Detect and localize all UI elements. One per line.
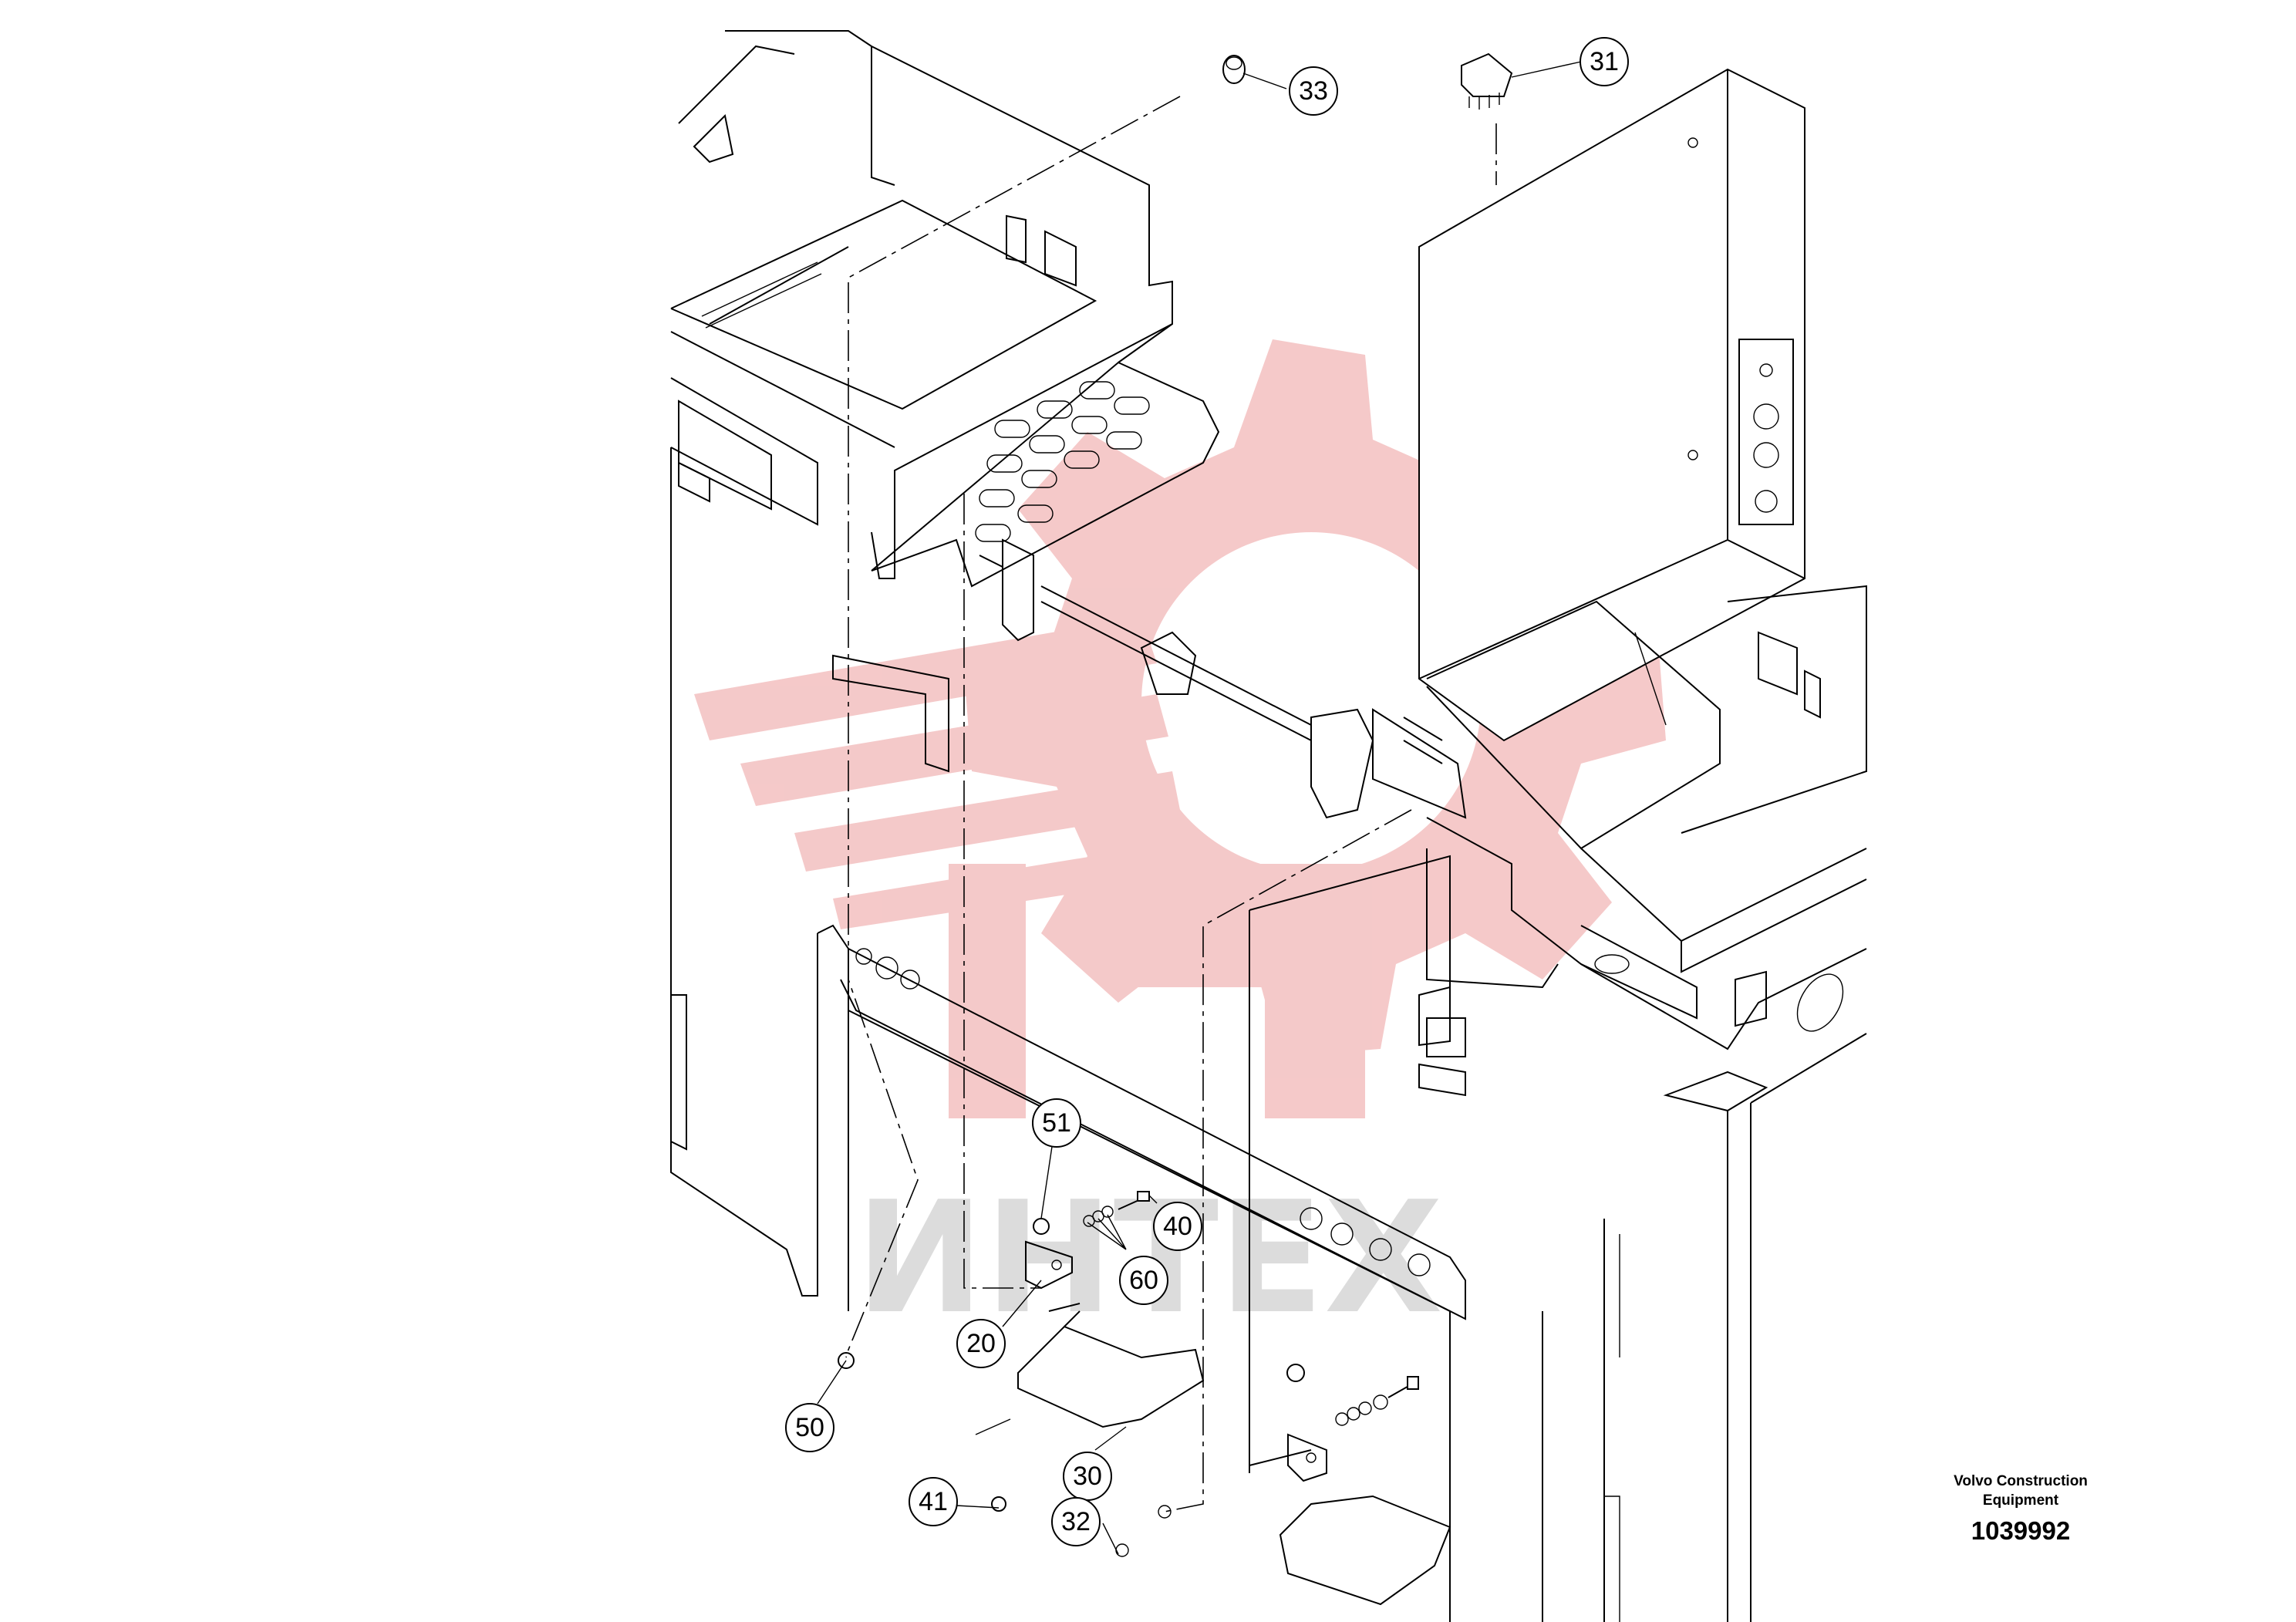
clip-bracket-left (838, 1191, 1205, 1557)
leader-lines (817, 61, 1582, 1555)
grille-plate (871, 323, 1220, 642)
svg-text:30: 30 (1073, 1462, 1102, 1491)
svg-text:40: 40 (1163, 1212, 1192, 1241)
callout-20: 20 (956, 1319, 1006, 1368)
upper-left-frame (670, 30, 1173, 1297)
callout-60: 60 (1119, 1256, 1168, 1305)
callout-51: 51 (1032, 1098, 1081, 1148)
drawing-number: 1039992 (1971, 1516, 2071, 1545)
svg-text:51: 51 (1042, 1108, 1071, 1138)
svg-text:41: 41 (919, 1487, 948, 1516)
svg-text:50: 50 (795, 1413, 824, 1442)
svg-text:32: 32 (1061, 1507, 1091, 1536)
callout-40: 40 (1153, 1202, 1202, 1251)
centre-rod (832, 585, 1467, 819)
assembly-lines (845, 96, 1497, 1512)
svg-text:33: 33 (1299, 76, 1328, 106)
lower-right-frame (1418, 817, 1867, 1622)
control-unit-housing (1418, 68, 1867, 973)
callout-30: 30 (1063, 1452, 1112, 1501)
brand-caption: Volvo Construction Equipment (1932, 1472, 2109, 1510)
lower-panels (817, 855, 1620, 1622)
callout-32: 32 (1051, 1497, 1101, 1546)
brand-line-1: Volvo Construction (1954, 1473, 2088, 1489)
brand-line-2: Equipment (1982, 1492, 2059, 1509)
callout-50: 50 (785, 1403, 834, 1452)
clip-bracket-right (1279, 1364, 1451, 1606)
callout-33: 33 (1289, 66, 1338, 116)
callout-31: 31 (1580, 37, 1629, 86)
svg-text:31: 31 (1590, 47, 1619, 76)
callout-41: 41 (909, 1477, 958, 1526)
svg-text:20: 20 (966, 1329, 996, 1358)
svg-text:60: 60 (1129, 1266, 1158, 1295)
connector-31 (1461, 52, 1513, 110)
nut-33 (1222, 55, 1246, 84)
